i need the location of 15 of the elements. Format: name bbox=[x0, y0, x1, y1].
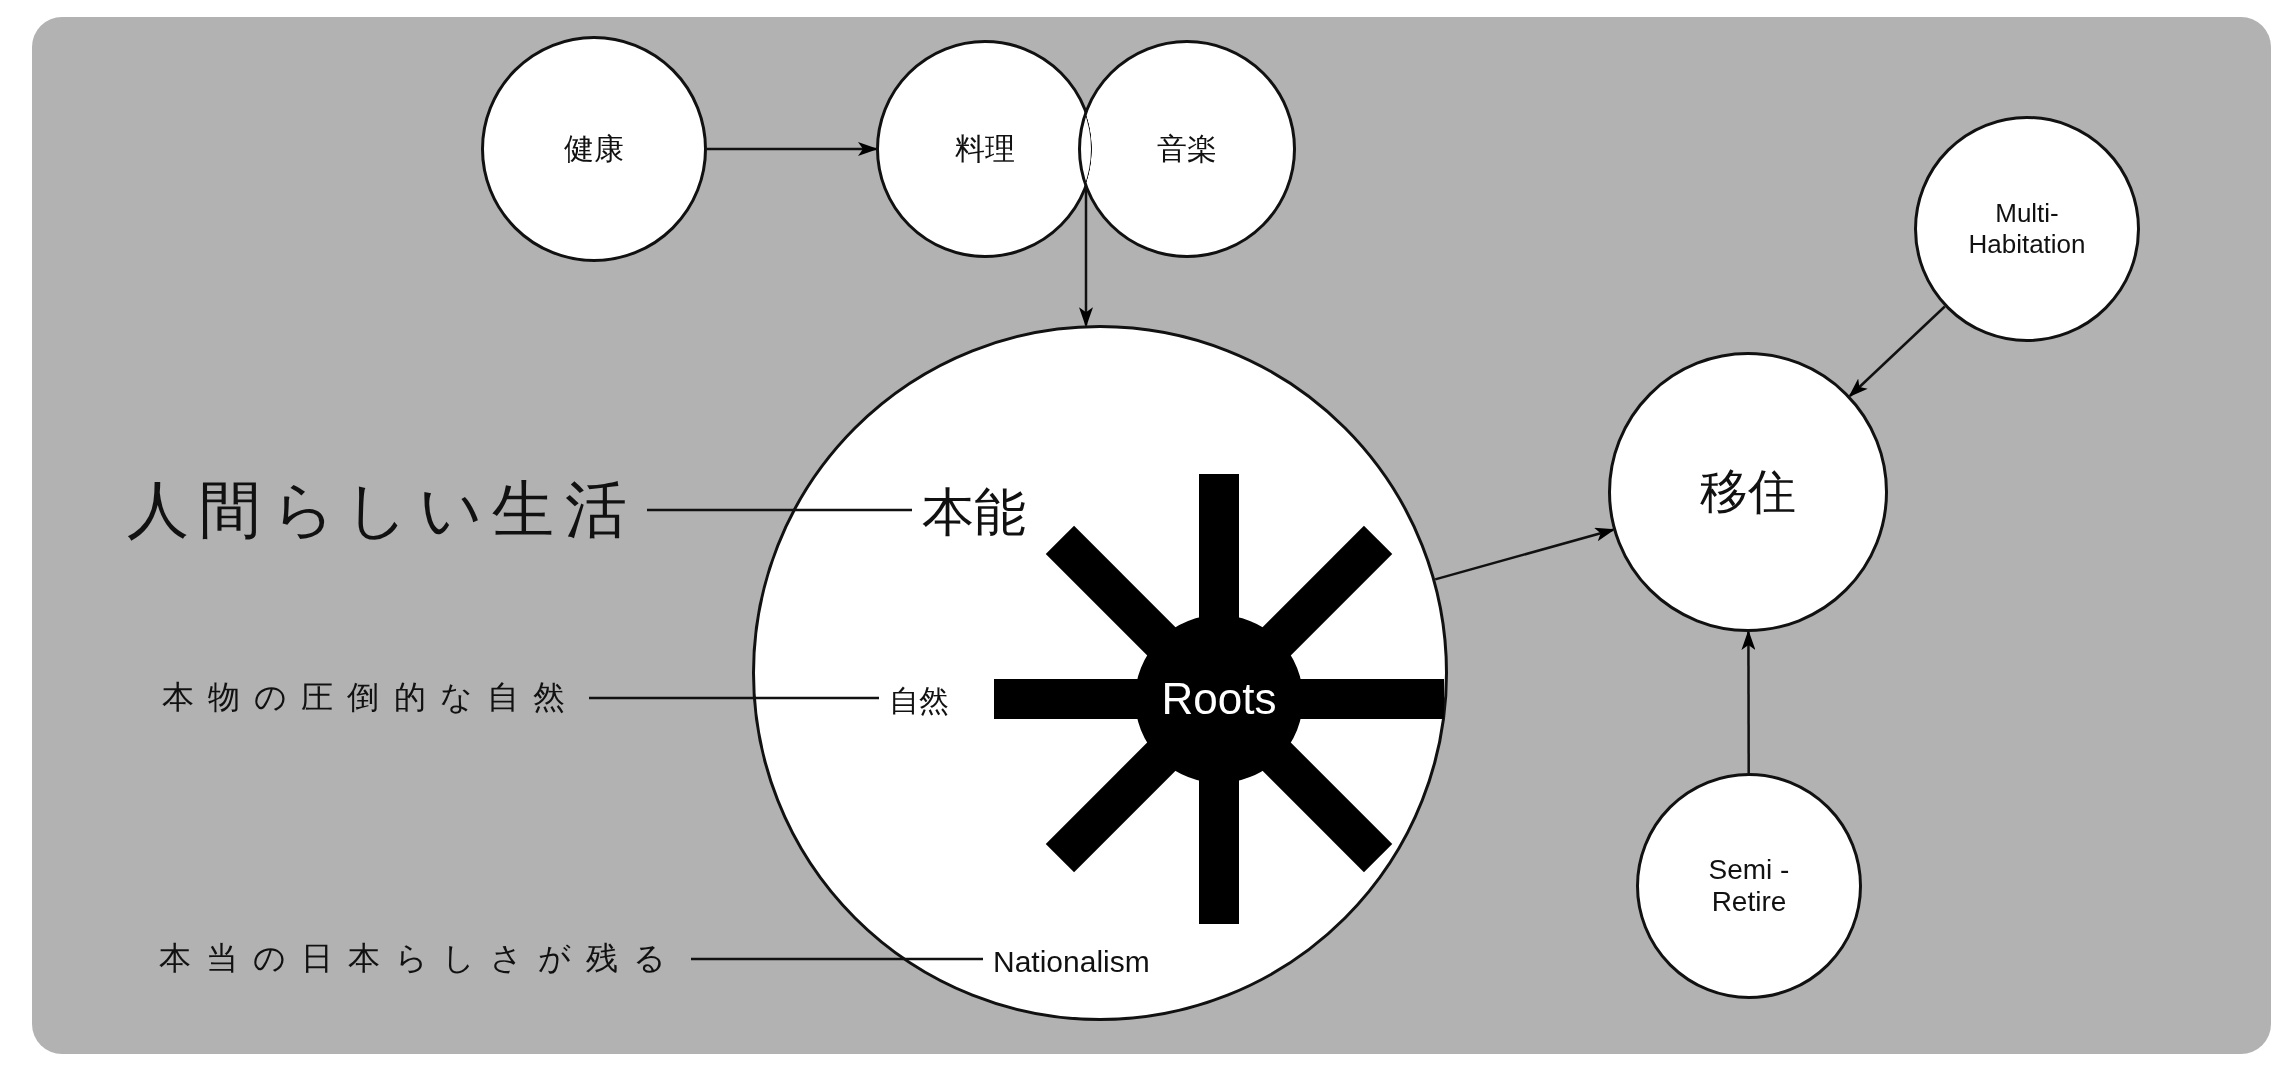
arrow bbox=[1848, 305, 1946, 398]
arrow bbox=[1079, 190, 1093, 328]
annotation-text: 本物の圧倒的な自然 bbox=[162, 676, 579, 720]
annotation-text: 本当の日本らしさが残る bbox=[159, 937, 681, 981]
leader-line bbox=[691, 957, 983, 961]
leader-line bbox=[647, 508, 912, 512]
concept-label: 自然 bbox=[889, 680, 949, 722]
arrow bbox=[707, 142, 878, 156]
arrow bbox=[1434, 527, 1616, 581]
arrow bbox=[1741, 630, 1756, 773]
annotation-text: 人間らしい生活 bbox=[127, 468, 637, 552]
concept-label: Nationalism bbox=[993, 945, 1150, 979]
leader-line bbox=[589, 696, 879, 700]
concept-label: 本能 bbox=[922, 478, 1026, 548]
topic-circle: 音楽 bbox=[1078, 40, 1296, 258]
